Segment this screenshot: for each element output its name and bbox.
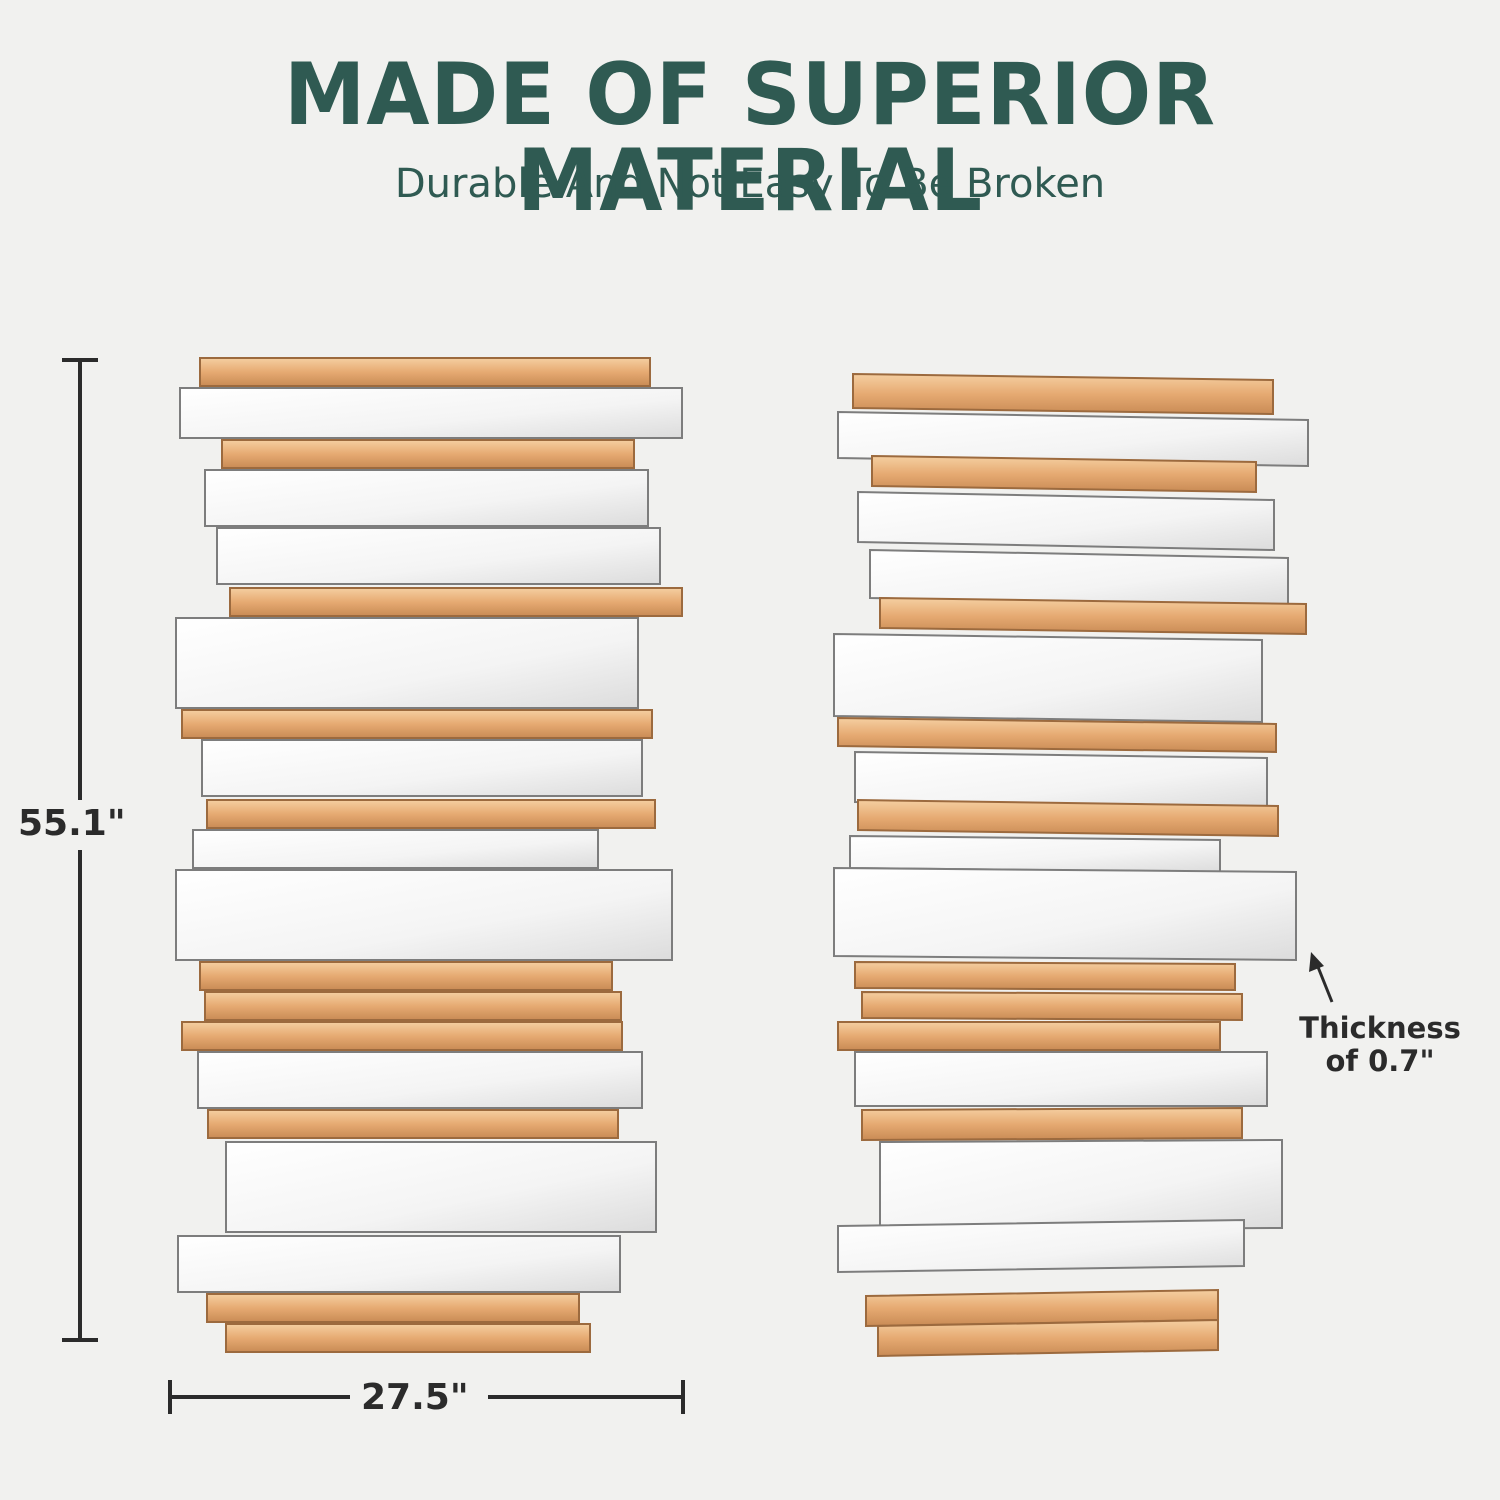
gold-mirror-strip [206,799,656,829]
height-label: 55.1" [18,803,126,844]
silver-mirror-strip [201,739,643,797]
silver-mirror-strip [849,834,1221,874]
height-dimension-line [62,358,98,1342]
thickness-arrow-icon [1309,952,1334,1003]
silver-mirror-strip [854,1051,1268,1107]
gold-mirror-strip [837,1021,1221,1051]
gold-mirror-strip [852,372,1274,416]
gold-mirror-strip [221,439,635,469]
gold-mirror-strip [229,587,683,617]
gold-mirror-strip [857,798,1279,838]
gold-mirror-strip [181,1021,623,1051]
silver-mirror-strip [857,490,1275,552]
thickness-line1: Thickness [1299,1011,1461,1045]
silver-mirror-strip [179,387,683,439]
gold-mirror-strip [199,961,613,991]
silver-mirror-strip [175,617,639,709]
thickness-line2: of 0.7" [1325,1044,1435,1079]
gold-mirror-strip [207,1109,619,1139]
thickness-callout: Thickness of 0.7" [1270,1011,1490,1079]
headline: MADE OF SUPERIOR MATERIAL [283,45,1217,231]
silver-mirror-strip [833,866,1297,962]
gold-mirror-strip [206,1293,580,1323]
gold-mirror-strip [181,709,653,739]
gold-mirror-strip [871,454,1257,494]
silver-mirror-strip [192,829,599,869]
silver-mirror-strip [879,1138,1283,1232]
gold-mirror-strip [879,596,1307,636]
front-mirror [175,357,683,1353]
silver-mirror-strip [869,548,1289,608]
silver-mirror-strip [204,469,649,527]
silver-mirror-strip [833,632,1263,724]
gold-mirror-strip [861,1106,1243,1142]
gold-mirror-strip [861,990,1243,1022]
silver-mirror-strip [225,1141,657,1233]
silver-mirror-strip [216,527,661,585]
width-dimension-line [168,1380,685,1414]
silver-mirror-strip [854,750,1268,810]
gold-mirror-strip [204,991,622,1021]
silver-mirror-strip [837,410,1309,468]
gold-mirror-strip [837,716,1277,754]
gold-mirror-strip [877,1318,1219,1358]
gold-mirror-strip [854,960,1236,992]
angled-mirror [833,372,1309,1358]
silver-mirror-strip [177,1235,621,1293]
gold-mirror-strip [225,1323,591,1353]
subheadline: Durable And Not Easy To Be Broken [394,161,1106,207]
silver-mirror-strip [837,1218,1245,1274]
gold-mirror-strip [199,357,651,387]
silver-mirror-strip [197,1051,643,1109]
width-label: 27.5" [355,1380,475,1416]
silver-mirror-strip [175,869,673,961]
